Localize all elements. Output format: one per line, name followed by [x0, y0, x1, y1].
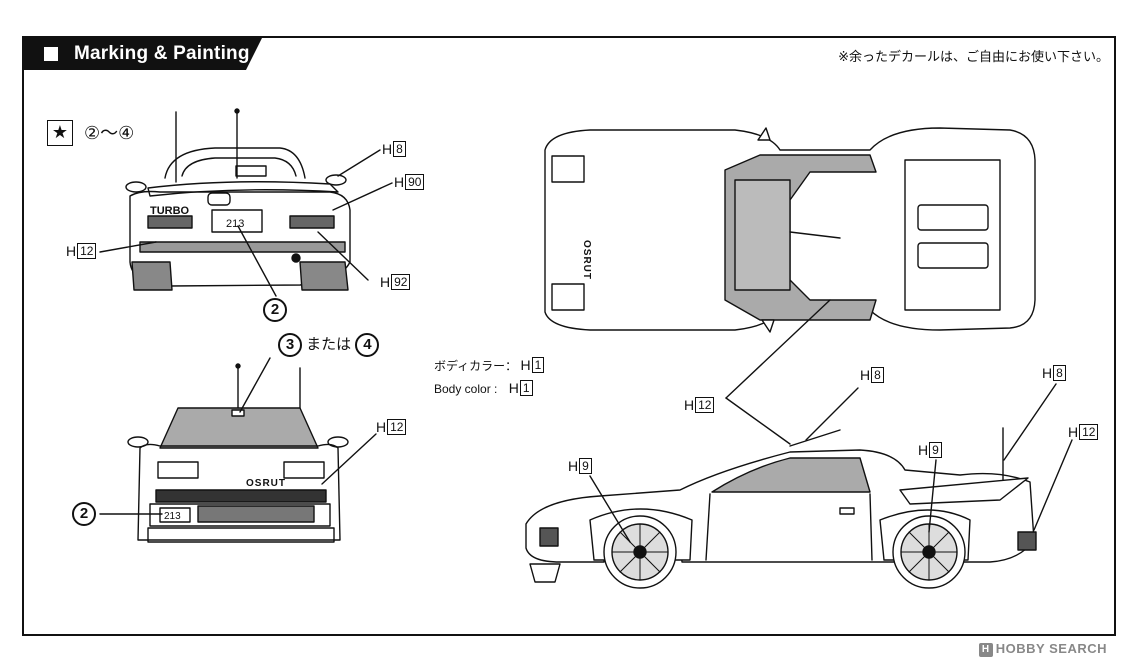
decal-note: ※余ったデカールは、ご自由にお使い下さい。: [838, 50, 1109, 65]
front-view-drawing: [99, 357, 377, 543]
star-icon: ★: [47, 120, 73, 146]
decal-range: ②～④: [84, 123, 135, 144]
front-badge: OSRUT: [246, 478, 286, 489]
header-square-icon: [44, 47, 58, 61]
front-plate: 213: [164, 511, 181, 522]
front-decal-number: 2: [72, 502, 96, 526]
diagram-frame: [22, 36, 1116, 636]
side-view-drawing: [525, 383, 1073, 589]
top-badge: OSRUT: [581, 240, 592, 280]
rear-decal-number: 2: [263, 298, 287, 322]
top-view-drawing: [544, 127, 1036, 445]
header-banner: [24, 38, 262, 70]
rear-view-drawing: [99, 108, 393, 297]
h-logo-icon: H: [978, 643, 993, 657]
header-title: Marking & Painting: [74, 43, 250, 64]
rear-badge: TURBO: [150, 205, 190, 217]
rear-plate: 213: [226, 218, 245, 230]
front-top-decal-label: 3 または 4: [278, 333, 380, 357]
